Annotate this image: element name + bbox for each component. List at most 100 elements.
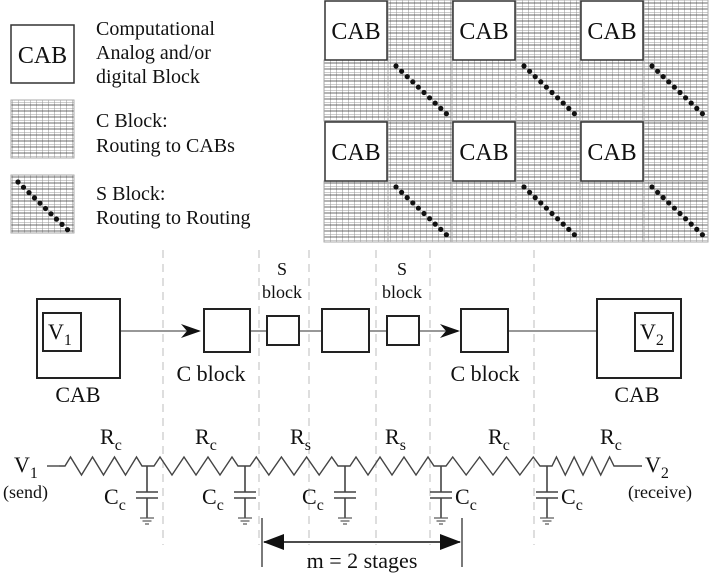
fabric-cab-label: CAB [459,140,508,166]
s-block-2-label-line1: S [397,259,407,279]
fabric-c-block [643,0,709,61]
resistor-label: Rc [488,424,510,454]
dest-voltage-label: V2 [640,319,664,349]
fabric-s-block [515,59,581,122]
s-block-dot [560,221,566,227]
s-block-dot [53,216,60,222]
legend-c-block-desc: Routing to CABs [96,135,235,157]
output-voltage-label: V2 [645,452,669,482]
s-block-dot [48,211,54,217]
s-block-dot [521,63,527,69]
legend-cab-desc-1: Computational [96,18,215,40]
s-block-dot [683,216,689,222]
ground-icon [338,517,352,525]
s-block-dot [688,100,694,106]
s-block-dot [410,79,416,85]
s-block-dot [438,105,444,111]
fabric-c-block [643,120,709,182]
fabric-s-block [387,180,453,243]
middle-block-box [321,308,370,353]
resistor [546,455,620,477]
span-right-arrow-icon [440,534,461,550]
resistor-label: Rs [290,424,311,454]
ground-icon [540,517,554,525]
fabric-cab-label: CAB [587,140,636,166]
s-block-dot [699,111,706,117]
capacitor-label: Cc [455,484,477,514]
s-block-dot [677,210,683,217]
fabric-cell: CAB [323,0,453,122]
s-block-dot [549,89,555,96]
s-block-dot [688,221,694,227]
c-block-left-box [203,308,251,353]
s-block-dot [421,210,427,217]
source-cab-label: CAB [55,382,100,407]
legend-s-block: S Block: Routing to Routing [10,174,250,234]
fabric-c-block [451,180,517,243]
s-block-dot [694,105,700,111]
s-block-dot [555,216,561,222]
s-block-dot [421,89,427,96]
fabric-cab-box [324,0,388,61]
legend-cab: CAB Computational Analog and/or digital … [10,18,215,88]
capacitor: Cc [104,466,158,525]
legend-c-block-title: C Block: [96,110,168,132]
s-block-dot [660,195,666,201]
legend-cab-box [10,24,75,84]
capacitor: Cc [430,466,477,525]
resistor [244,455,344,477]
s-block-dot [527,68,533,74]
fabric-c-block [387,120,453,182]
c-block-right-box [460,308,509,353]
s-block-dot [655,189,661,195]
source-cab: V1 CAB [36,298,121,407]
s-block-dot [538,200,544,206]
stage-span: m = 2 stages [261,518,463,573]
s-block-dot [432,100,438,106]
fabric-cab-label: CAB [331,140,380,166]
s-block-dot [655,68,661,74]
s-block-dot [37,200,43,206]
fabric-c-block [515,120,581,182]
s-block-dot [694,226,700,232]
input-voltage-label: V1 [14,452,38,482]
stage-separators [162,250,535,545]
s-block-dot [571,232,578,238]
legend-s-block-desc: Routing to Routing [96,207,250,229]
source-voltage-box [42,312,82,352]
resistor [59,455,148,477]
fabric-c-block [451,59,517,122]
s-block-dot [443,111,449,117]
legend: CAB Computational Analog and/or digital … [10,18,250,234]
s-block-dot [543,84,550,90]
fabric-cab-box [324,121,388,182]
s-block-1: S block [262,259,302,346]
s-block-dot [555,95,561,101]
s-block-dot [566,105,572,111]
s-block-2-label-line2: block [382,282,422,302]
fabric-c-block [323,59,389,122]
fabric-cab-box [580,121,644,182]
fabric-cab-label: CAB [587,19,636,45]
dest-cab-label: CAB [614,382,659,407]
fabric-cell: CAB [579,120,709,243]
s-block-dot [649,184,655,190]
ground-icon [434,517,448,525]
input-note: (send) [3,482,48,503]
resistor [440,455,546,477]
s-block-dot [566,226,572,232]
s-block-dot [26,190,32,196]
fabric-cell: CAB [451,120,581,243]
s-block-dot [404,195,410,201]
capacitor: Cc [302,466,356,525]
s-block-dot [571,111,578,117]
s-block-1-label-line2: block [262,282,302,302]
resistor-label: Rc [195,424,217,454]
fabric-cab-box [452,121,516,182]
output-note: (receive) [628,482,692,503]
block-diagram: V1 CAB C block S block S block C block [36,259,682,407]
s-block-dot [560,100,566,106]
capacitor: Cc [202,466,256,525]
